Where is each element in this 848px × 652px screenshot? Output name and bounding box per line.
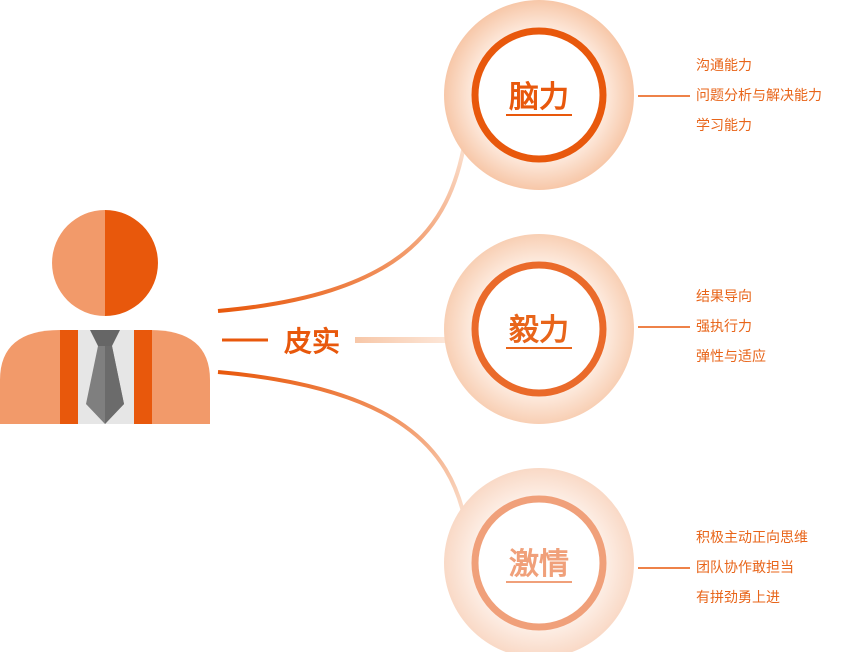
list-item: 强执行力 xyxy=(696,319,752,335)
center-label: 皮实 xyxy=(284,325,340,358)
passion-items: 积极主动正向思维 团队协作敢担当 有拼劲勇上进 xyxy=(696,523,808,613)
person-icon xyxy=(0,210,210,424)
list-item: 积极主动正向思维 xyxy=(696,530,808,546)
person-suspender-right xyxy=(134,330,152,424)
list-item: 有拼劲勇上进 xyxy=(696,590,780,606)
node-ring xyxy=(471,495,607,631)
node-passion: 激情 xyxy=(444,468,634,652)
node-brainpower: 脑力 xyxy=(444,0,634,190)
connector-middle xyxy=(355,337,455,343)
node-perseverance: 毅力 xyxy=(444,234,634,424)
person-suspender-left xyxy=(60,330,78,424)
person-tie-shade xyxy=(105,346,124,424)
list-item: 沟通能力 xyxy=(696,58,752,74)
node-ring xyxy=(471,261,607,397)
list-item: 团队协作敢担当 xyxy=(696,560,794,576)
person-tie-knot xyxy=(90,330,120,346)
list-item: 问题分析与解决能力 xyxy=(696,88,822,104)
connector-top xyxy=(217,139,467,313)
brainpower-items: 沟通能力 问题分析与解决能力 学习能力 xyxy=(696,51,822,141)
node-label: 激情 xyxy=(509,547,569,582)
list-item: 结果导向 xyxy=(696,289,752,305)
perseverance-items: 结果导向 强执行力 弹性与适应 xyxy=(696,282,766,372)
node-ring xyxy=(471,27,607,163)
node-label: 脑力 xyxy=(509,80,569,115)
person-head-left xyxy=(52,210,105,316)
list-item: 弹性与适应 xyxy=(696,349,766,365)
list-item: 学习能力 xyxy=(696,118,752,134)
node-label: 毅力 xyxy=(509,313,569,348)
connector-bottom xyxy=(217,370,467,521)
person-head-right xyxy=(105,210,158,316)
